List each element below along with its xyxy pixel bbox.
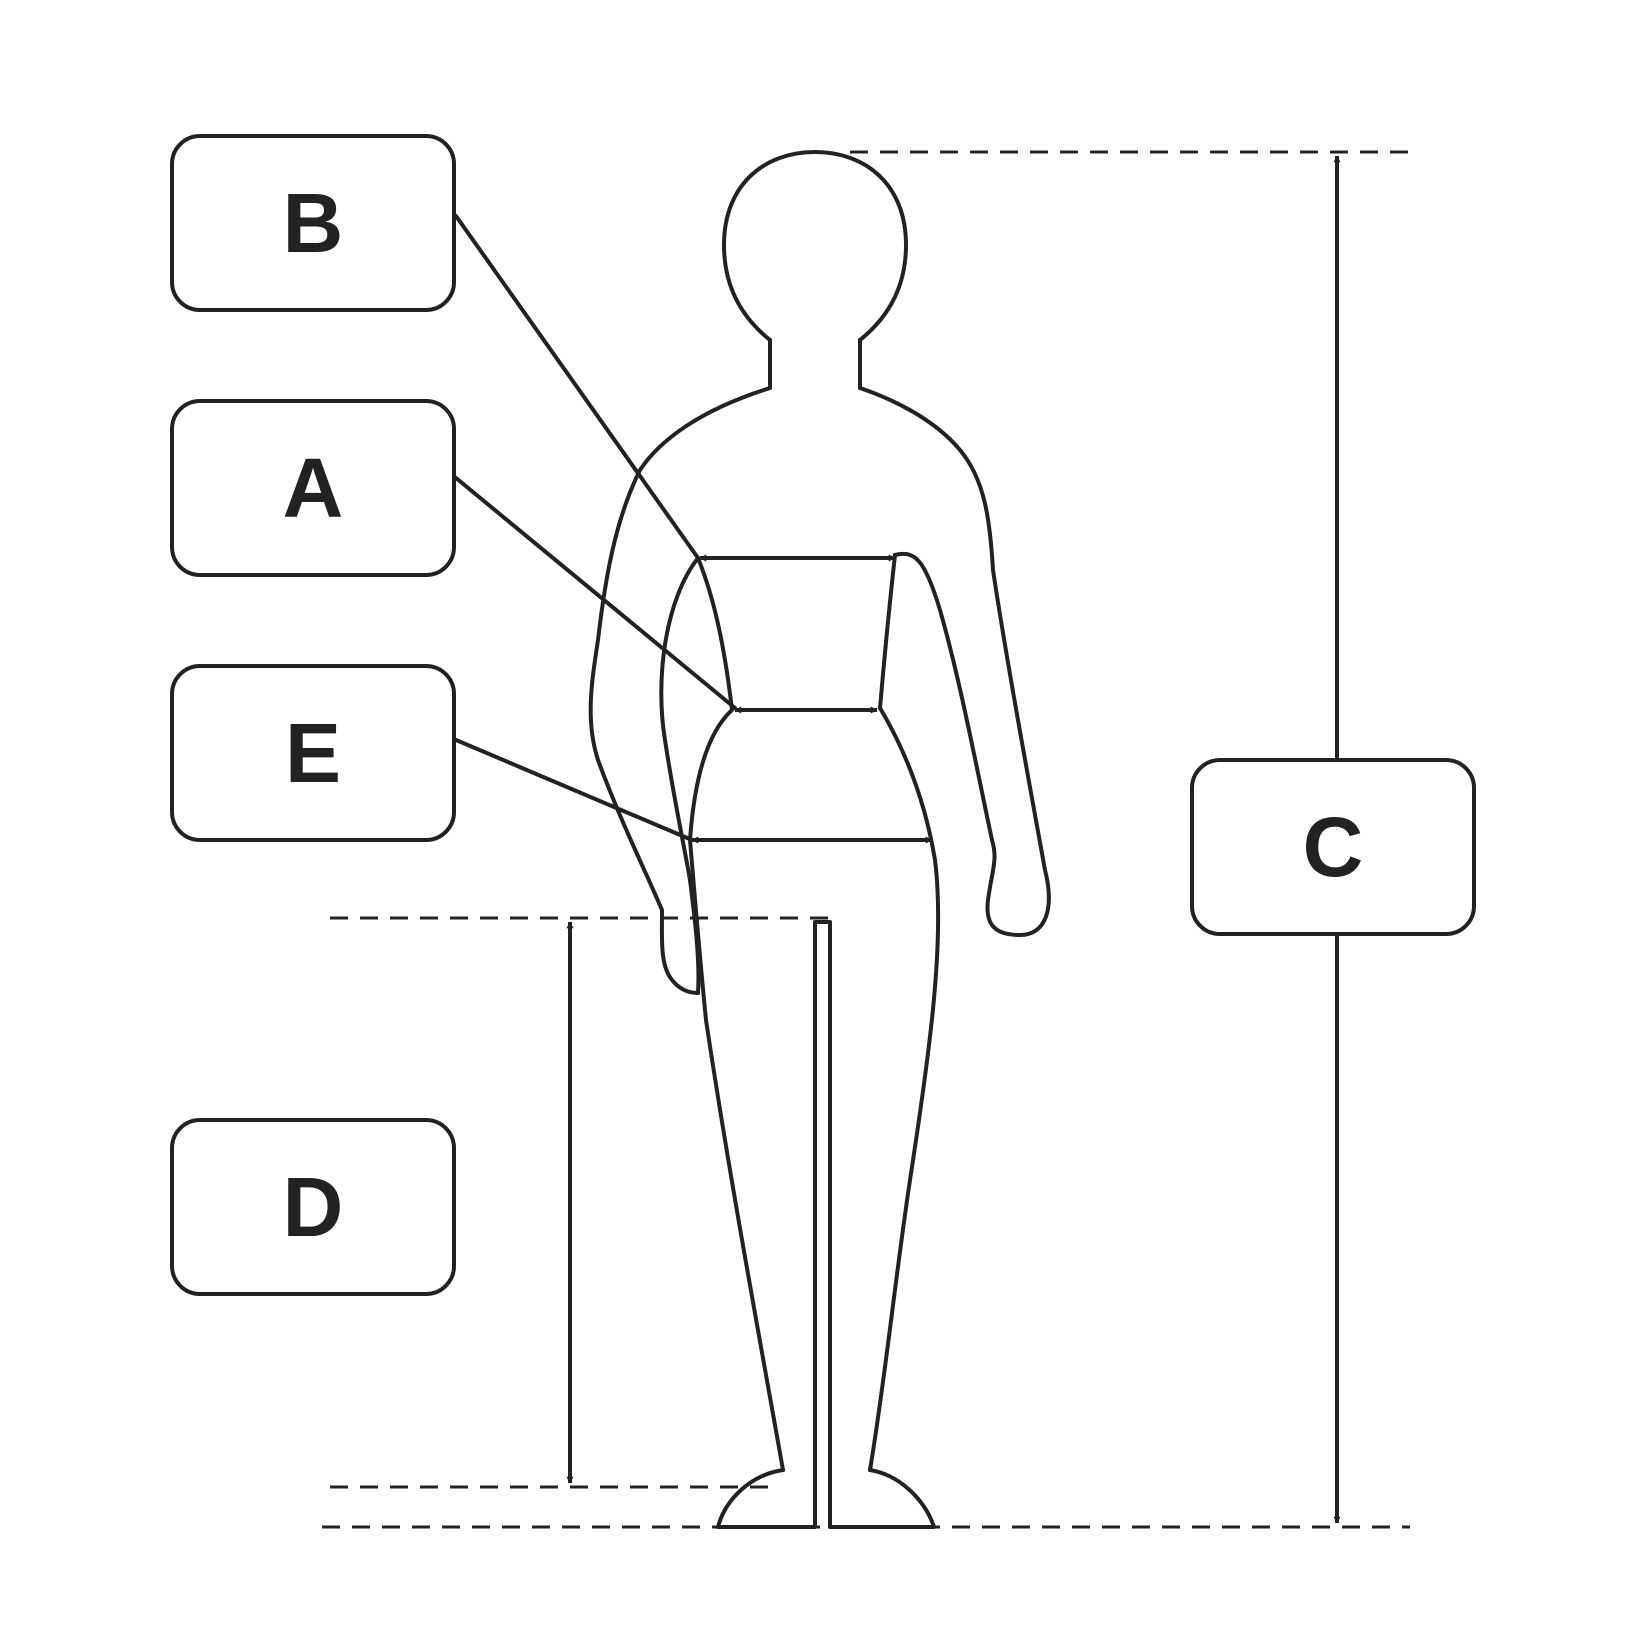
label-d: D	[282, 1160, 344, 1254]
label-box-d: D	[170, 1118, 456, 1296]
leader-e	[454, 738, 694, 842]
leader-lines	[454, 214, 737, 842]
label-c: C	[1302, 800, 1364, 894]
label-e: E	[284, 706, 342, 800]
label-a: A	[282, 441, 344, 535]
label-box-e: E	[170, 664, 456, 842]
right-inner-arm	[878, 553, 897, 710]
left-inner-arm	[659, 556, 700, 882]
label-box-b: B	[170, 134, 456, 312]
label-box-a: A	[170, 399, 456, 577]
leader-a	[454, 476, 737, 710]
head-outline	[722, 150, 908, 342]
leader-b	[454, 214, 700, 560]
body-left-outline	[588, 386, 772, 995]
label-b: B	[282, 176, 344, 270]
measurement-arrows	[566, 155, 1341, 1524]
left-foot	[716, 920, 936, 1529]
body-right-outline	[858, 386, 1051, 937]
label-box-c: C	[1190, 758, 1476, 936]
human-figure	[588, 150, 1051, 1529]
left-torso	[688, 556, 785, 1472]
right-torso	[868, 706, 941, 1472]
